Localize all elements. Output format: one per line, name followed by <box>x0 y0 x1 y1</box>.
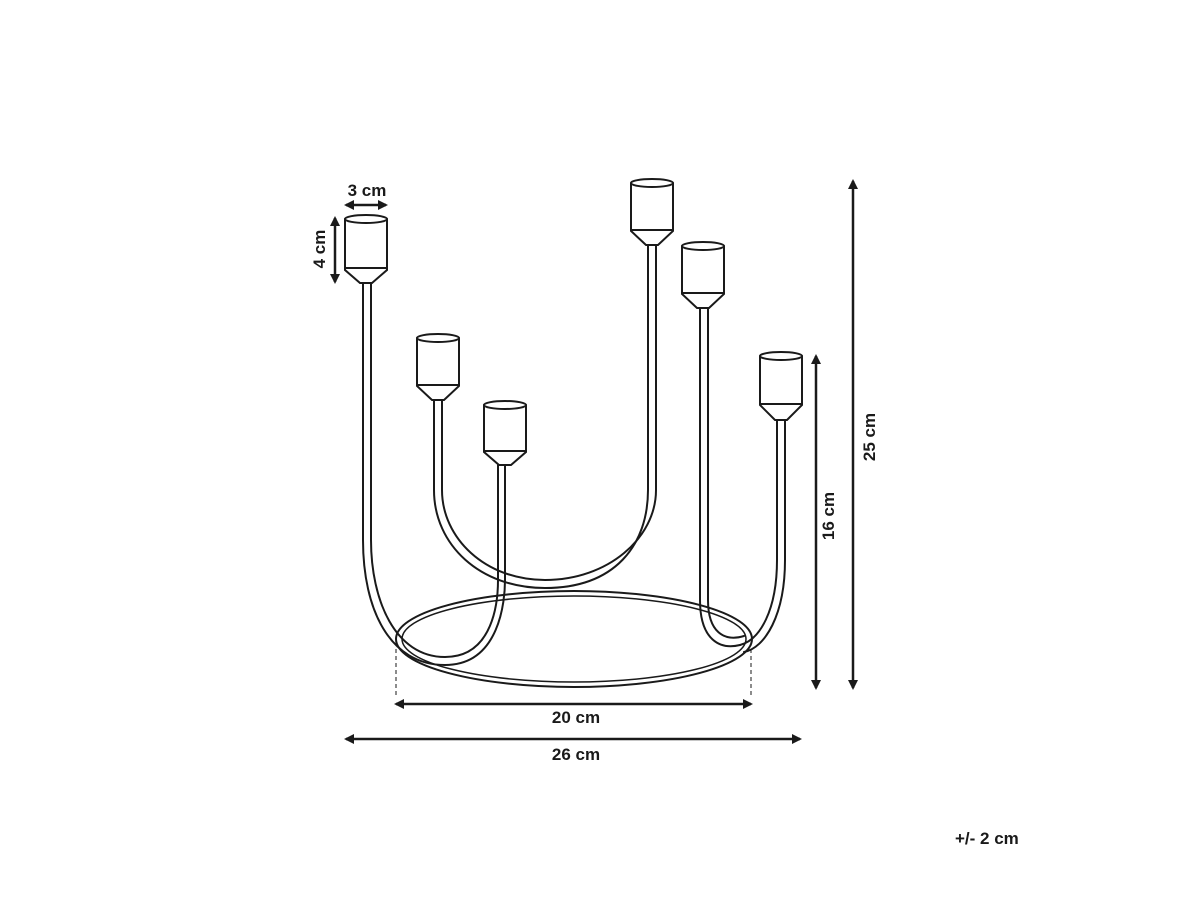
label-cup-height: 4 cm <box>310 230 329 269</box>
cup-center-tall <box>630 178 674 246</box>
cup-right-mid <box>681 241 725 309</box>
base-ring <box>395 590 753 688</box>
cup-left-mid <box>416 333 460 401</box>
cup-center-low <box>483 400 527 466</box>
label-base-diameter: 20 cm <box>552 708 600 727</box>
extension-lines <box>395 642 752 698</box>
base-ring-inner <box>401 595 747 683</box>
arm-left-tall <box>362 282 506 667</box>
label-total-height: 25 cm <box>860 413 879 461</box>
label-total-width: 26 cm <box>552 745 600 764</box>
label-arm-height: 16 cm <box>819 492 838 540</box>
dimension-arrows <box>330 179 858 744</box>
arm-inner-loop <box>433 244 657 590</box>
cup-right-low <box>759 351 803 421</box>
candle-holder-outline <box>344 178 803 688</box>
cup-left-tall <box>344 214 388 284</box>
label-cup-width: 3 cm <box>348 181 387 200</box>
arm-right-inner <box>699 307 745 648</box>
tolerance-note: +/- 2 cm <box>955 829 1019 848</box>
arm-right-outer <box>739 419 786 653</box>
